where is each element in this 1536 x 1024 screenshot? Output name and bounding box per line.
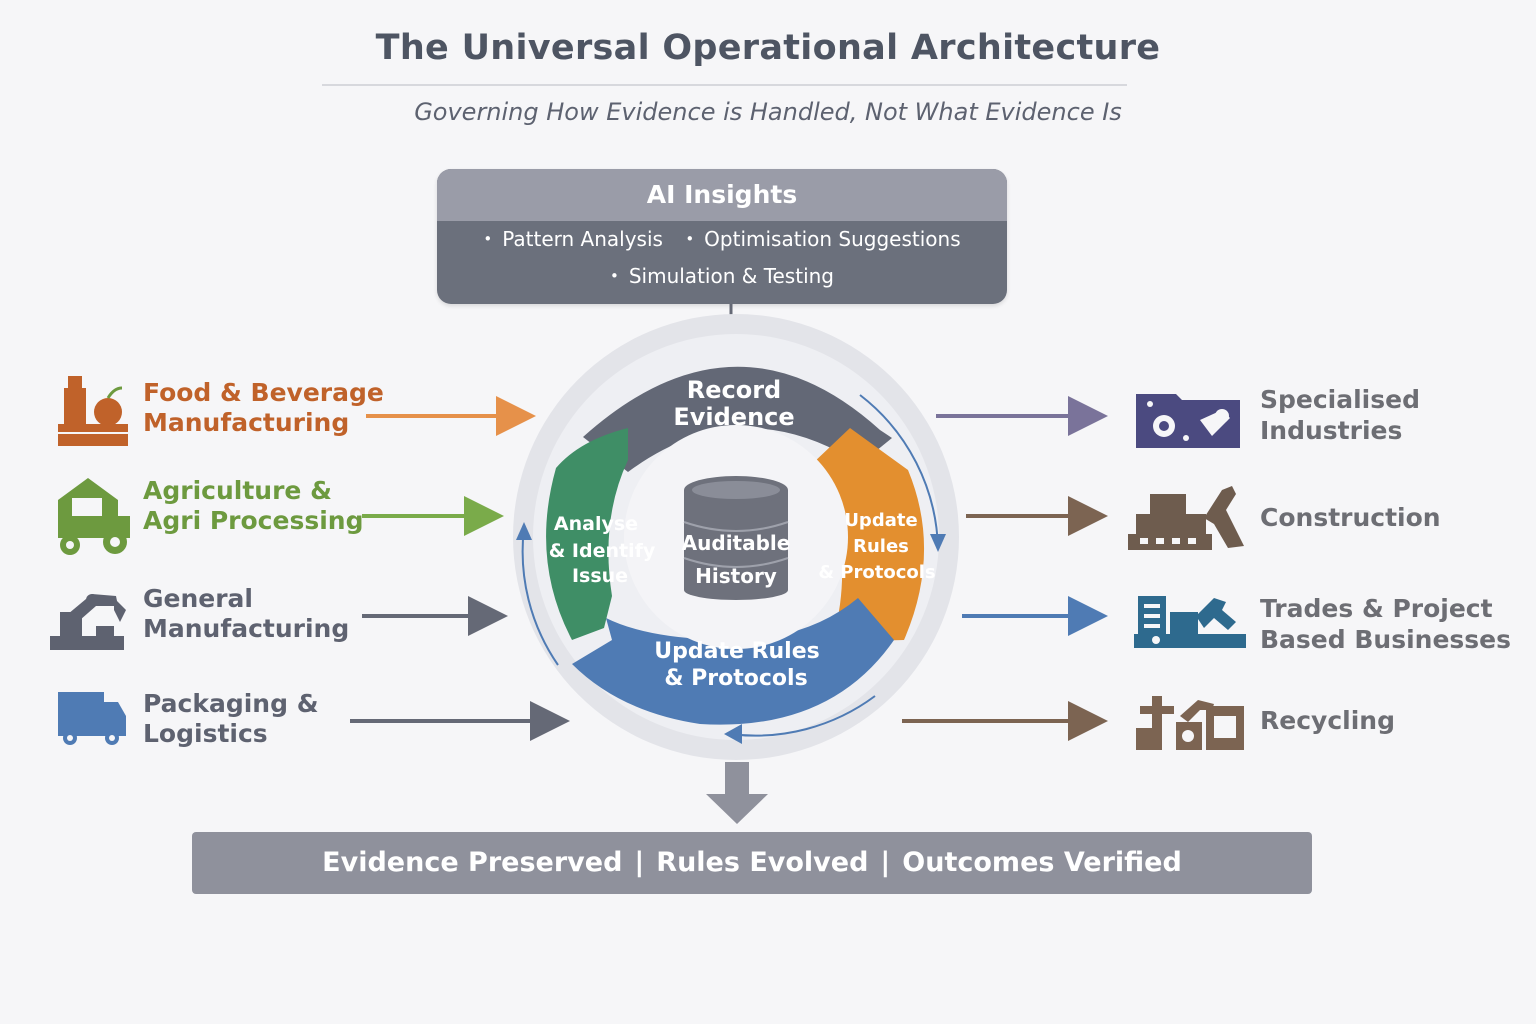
update-rules-right-line-1: Update <box>844 510 917 531</box>
orbit-arrow-bottom <box>729 695 876 737</box>
industry-label-line: Logistics <box>143 719 268 748</box>
industry-label-line: Trades & Project <box>1260 594 1493 623</box>
industry-label-line: Manufacturing <box>143 614 350 643</box>
footer-separator: | <box>634 847 645 878</box>
cycle-to-footer-arrow <box>706 762 768 824</box>
cycle-segment-update-rules-bottom <box>572 598 894 725</box>
cycle-segment-update-rules-right <box>812 428 925 642</box>
ai-insight-item: •Pattern Analysis <box>483 227 663 251</box>
ai-insights-panel: AI Insights •Pattern Analysis •Optimisat… <box>437 169 1007 304</box>
footer-separator: | <box>880 847 891 878</box>
industry-label-trades: Trades & Project Based Businesses <box>1260 593 1511 655</box>
industry-label-line: Food & Beverage <box>143 378 384 407</box>
page-subtitle: Governing How Evidence is Handled, Not W… <box>414 98 1122 126</box>
cycle-segment-analyse-identify <box>546 428 628 640</box>
update-rules-right-line-3: & Protocols <box>818 562 935 583</box>
auditable-history-line-1: Auditable <box>682 531 791 555</box>
update-rules-bottom-line-1: Update Rules <box>654 639 819 664</box>
robot-arm-icon <box>50 594 126 650</box>
ai-insights-row-2: •Simulation & Testing <box>437 258 1007 295</box>
analyse-line-3: Issue <box>572 565 628 587</box>
recycling-machinery-icon <box>1136 696 1244 750</box>
analyse-line-2: & Identify <box>549 540 656 562</box>
orbit-arrow-right <box>859 394 939 549</box>
industry-label-packaging-logistics: Packaging & Logistics <box>143 689 319 749</box>
ai-insights-title: AI Insights <box>437 169 1007 221</box>
page-title: The Universal Operational Architecture <box>375 28 1161 68</box>
orbit-arrow-left <box>521 527 559 666</box>
industry-label-line: Based Businesses <box>1260 625 1512 654</box>
trades-tools-icon <box>1134 596 1246 648</box>
industry-label-construction: Construction <box>1260 502 1441 533</box>
excavator-icon <box>1128 486 1244 550</box>
footer-item: Evidence Preserved <box>322 847 623 878</box>
update-rules-right-line-2: Rules <box>853 536 909 557</box>
industry-label-general-manufacturing: General Manufacturing <box>143 584 349 644</box>
footer-item: Outcomes Verified <box>902 847 1182 878</box>
farm-tractor-icon <box>58 478 130 555</box>
database-icon <box>683 476 789 600</box>
ai-insight-item: •Simulation & Testing <box>609 264 834 288</box>
food-beverage-icon <box>58 376 128 446</box>
footer-item: Rules Evolved <box>656 847 869 878</box>
industry-label-line: Packaging & <box>143 689 319 718</box>
record-evidence-line-2: Evidence <box>673 403 794 431</box>
outcomes-footer-bar: Evidence Preserved | Rules Evolved | Outcome… <box>192 832 1312 894</box>
orbit-arrowhead-left <box>516 522 532 540</box>
industry-label-recycling: Recycling <box>1260 705 1395 736</box>
analyse-line-1: Analyse <box>554 513 638 535</box>
auditable-history-line-2: History <box>695 564 777 588</box>
industry-label-line: Manufacturing <box>143 408 350 437</box>
industry-label-line: Recycling <box>1260 706 1395 735</box>
industry-label-line: Construction <box>1260 503 1441 532</box>
title-divider <box>322 84 1127 86</box>
industry-label-line: Agri Processing <box>143 506 364 535</box>
industry-label-line: Specialised <box>1260 385 1420 414</box>
industry-label-specialised: Specialised Industries <box>1260 384 1420 446</box>
ai-insights-row-1: •Pattern Analysis •Optimisation Suggesti… <box>437 221 1007 258</box>
delivery-truck-icon <box>58 692 126 745</box>
industry-label-food-beverage: Food & Beverage Manufacturing <box>143 378 384 438</box>
orbit-arrowhead-bottom <box>724 724 742 744</box>
specialised-tools-icon <box>1136 394 1240 448</box>
cycle-segment-record-evidence <box>583 366 892 472</box>
orbit-arrowhead-right <box>930 534 946 552</box>
industry-label-line: Industries <box>1260 416 1403 445</box>
ai-insight-item: •Optimisation Suggestions <box>685 227 961 251</box>
update-rules-bottom-line-2: & Protocols <box>664 666 807 691</box>
industry-label-line: General <box>143 584 253 613</box>
industry-label-agriculture: Agriculture & Agri Processing <box>143 476 363 536</box>
industry-label-line: Agriculture & <box>143 476 332 505</box>
record-evidence-line-1: Record <box>687 376 782 404</box>
